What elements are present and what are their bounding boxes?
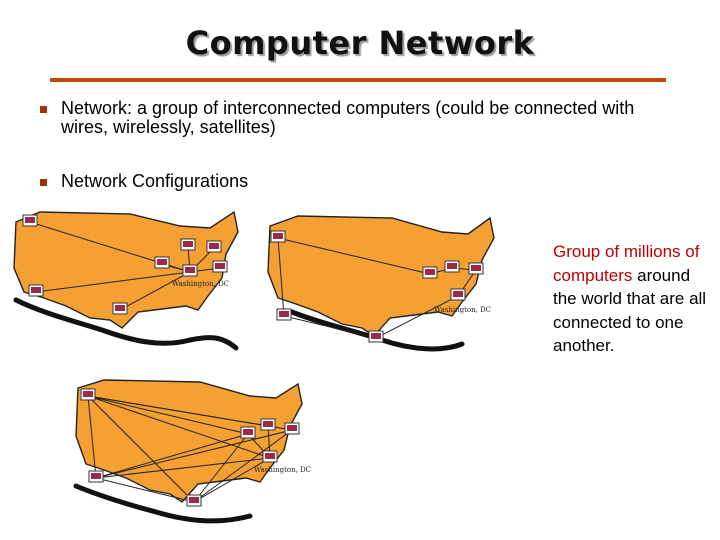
map-landmass	[75, 379, 303, 503]
bullet-square-icon	[40, 106, 47, 113]
computer-icon	[206, 240, 222, 253]
computer-icon	[262, 450, 278, 463]
us-map-mesh-network: Washington, DC	[73, 379, 311, 524]
computer-icon	[276, 308, 292, 321]
computer-icon	[80, 388, 96, 401]
computer-icon	[468, 262, 484, 275]
network-links	[87, 395, 293, 503]
map-city-label: Washington, DC	[172, 280, 229, 288]
computer-icon	[260, 418, 276, 431]
computer-icon	[270, 230, 286, 243]
slide-title: Computer Network	[185, 24, 535, 62]
map-city-label: Washington, DC	[434, 306, 491, 314]
computer-icon	[212, 260, 228, 273]
map-city-label: Washington, DC	[254, 466, 311, 474]
computer-nodes	[22, 214, 228, 315]
map-coastline	[73, 483, 253, 524]
computer-icon	[180, 238, 196, 251]
computer-icon	[88, 470, 104, 483]
computer-nodes	[270, 230, 484, 343]
computer-icon	[368, 330, 384, 343]
us-map-ring-network: Washington, DC	[267, 215, 495, 352]
side-note-text: around the world that are all connected …	[553, 265, 707, 356]
hub-computer-icon	[182, 264, 198, 277]
map-coastline	[13, 297, 239, 351]
bullet-text: Network Configurations	[61, 171, 249, 191]
computer-nodes	[80, 388, 300, 507]
side-note-highlight: Group of millions of computers	[553, 242, 700, 285]
computer-icon	[284, 422, 300, 435]
computer-icon	[154, 256, 170, 269]
computer-icon	[186, 494, 202, 507]
computer-icon	[240, 426, 256, 439]
bullet-square-icon	[40, 179, 47, 186]
bullet-text: Network: a group of interconnected compu…	[61, 98, 635, 137]
computer-icon	[422, 266, 438, 279]
computer-icon	[444, 260, 460, 273]
computer-icon	[450, 288, 466, 301]
side-note: Group of millions of computers around th…	[553, 240, 713, 358]
title-divider	[50, 78, 666, 82]
computer-icon	[28, 284, 44, 297]
computer-icon	[22, 214, 38, 227]
computer-icon	[112, 302, 128, 315]
us-map-star-network: Washington, DC	[13, 210, 239, 351]
